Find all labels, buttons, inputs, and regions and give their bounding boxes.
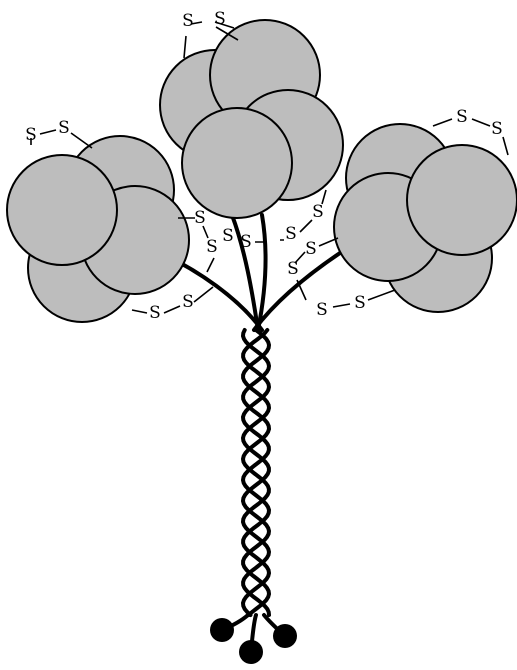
sulfur-label: S (58, 118, 70, 138)
anchor-left (210, 618, 234, 642)
sulfur-label: S (316, 300, 328, 320)
sulfur-label: S (312, 202, 324, 222)
right-sphere-front (407, 145, 517, 255)
top-head (160, 20, 343, 218)
top-sphere-front (182, 108, 292, 218)
left-sphere-front (7, 155, 117, 265)
strand-top-right (258, 215, 265, 330)
helix-stalk (222, 330, 285, 652)
sulfur-label: S (182, 292, 194, 312)
anchor-bottom (239, 640, 263, 664)
sulfur-label: S (354, 293, 366, 313)
sulfur-label: S (491, 119, 503, 139)
sulfur-label: S (149, 303, 161, 323)
sulfur-label: S (206, 237, 218, 257)
sulfur-label: S (222, 226, 234, 246)
sulfur-label: S (240, 232, 252, 252)
sulfur-label: S (305, 239, 317, 259)
sulfur-label: S (194, 208, 206, 228)
sulfur-label: S (182, 11, 194, 31)
anchor-right (273, 624, 297, 648)
right-head (334, 124, 517, 312)
left-head (7, 136, 189, 322)
sulfur-label: S (456, 107, 468, 127)
sulfur-label: S (287, 259, 299, 279)
sulfur-label: S (25, 125, 37, 145)
sulfur-label: S (214, 9, 226, 29)
sulfur-label: S (285, 224, 297, 244)
